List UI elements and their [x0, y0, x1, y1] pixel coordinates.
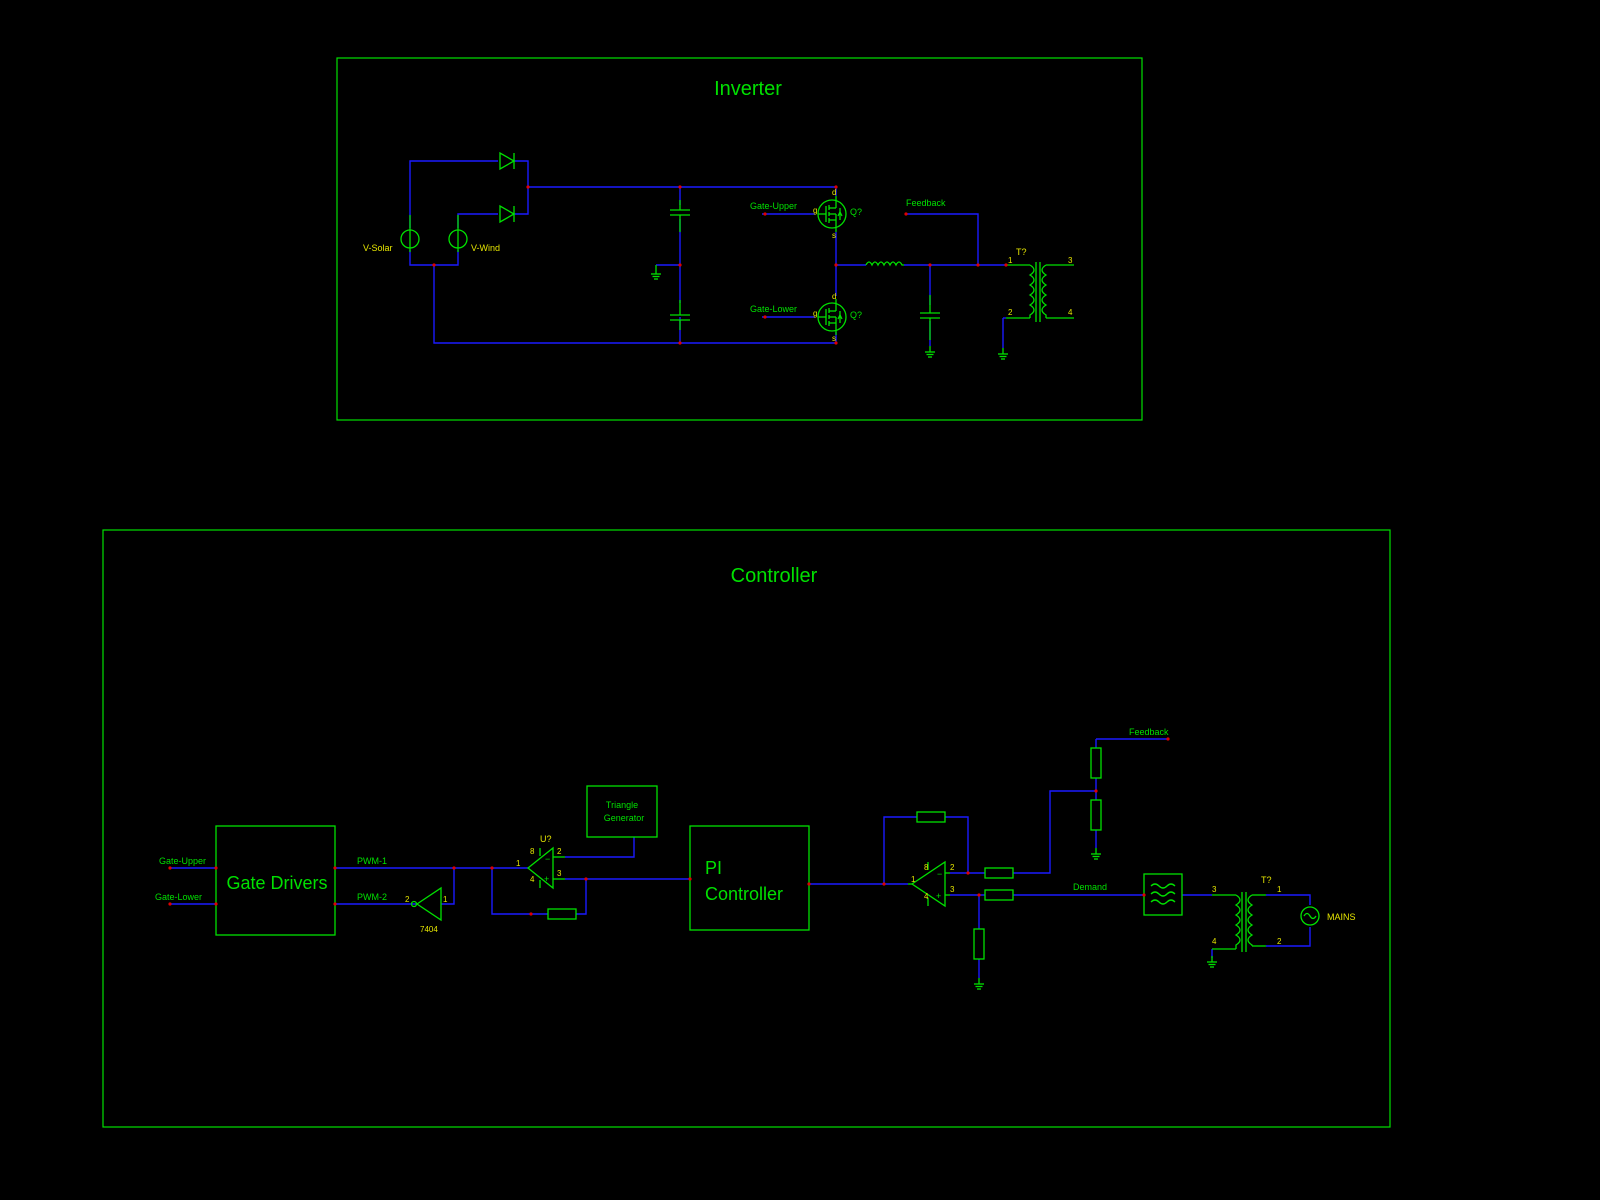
comparator-pin8: 8: [530, 847, 535, 856]
controller-section: Controller: [102, 529, 1391, 1128]
capacitor-output: [920, 295, 940, 340]
not-gate-ref: 7404: [420, 925, 438, 934]
opamp-pin1: 1: [911, 875, 916, 884]
not-gate-pin1: 1: [443, 895, 448, 904]
pi-label-1: PI: [705, 858, 722, 878]
net-gate-upper-inv: Gate-Upper: [750, 201, 797, 211]
source-wind: [448, 215, 468, 252]
ground-transformer-inv: [997, 347, 1009, 360]
ground-opamp: [973, 977, 985, 990]
diode-upper: [499, 151, 516, 171]
controller-frame: [102, 529, 1391, 1128]
mosfet-lower-ref: Q?: [850, 310, 862, 320]
opamp-pin8: 8: [924, 863, 929, 872]
resistor-opamp-fb: [916, 811, 946, 823]
gate-drivers-label: Gate Drivers: [226, 873, 327, 893]
comparator-pin2: 2: [557, 847, 562, 856]
comparator-ref: U?: [540, 834, 552, 844]
inverter-section: Inverter: [336, 57, 1143, 421]
svg-text:−: −: [937, 869, 942, 879]
transformer-ctrl-ref: T?: [1261, 875, 1272, 885]
mosfet-upper-pin-g: g: [813, 206, 817, 215]
source-solar: [400, 215, 420, 252]
capacitor-dc-lower: [670, 300, 690, 330]
triangle-label-2: Generator: [604, 813, 645, 823]
transformer-inv-ref: T?: [1016, 247, 1027, 257]
not-gate-pin2: 2: [405, 895, 410, 904]
net-feedback-inv: Feedback: [906, 198, 946, 208]
transformer-ctrl-pin3: 3: [1212, 885, 1217, 894]
mosfet-lower-pin-g: g: [813, 309, 817, 318]
transformer-inv-pin2: 2: [1008, 308, 1013, 317]
not-gate-7404: [410, 886, 442, 922]
resistor-opamp-in-pos: [984, 889, 1014, 901]
opamp-pin4: 4: [924, 892, 929, 901]
mosfet-upper: [817, 195, 847, 233]
source-wind-label: V-Wind: [471, 243, 500, 253]
comparator-pin4: 4: [530, 875, 535, 884]
svg-text:+: +: [936, 891, 941, 901]
diode-lower: [499, 204, 516, 224]
resistor-divider-top: [1090, 747, 1102, 779]
mosfet-lower-pin-d: d: [832, 292, 836, 301]
capacitor-dc-upper: [670, 200, 690, 232]
svg-text:−: −: [545, 854, 550, 864]
ground-transformer-ctrl: [1206, 955, 1218, 968]
transformer-ctrl-pin1: 1: [1277, 885, 1282, 894]
inverter-wires: [409, 160, 1006, 348]
gate-drivers-block: [215, 825, 336, 936]
controller-junctions: [168, 737, 1170, 916]
comparator-pin3: 3: [557, 869, 562, 878]
filter-block: [1143, 873, 1183, 916]
net-gate-lower-inv: Gate-Lower: [750, 304, 797, 314]
source-solar-label: V-Solar: [363, 243, 393, 253]
transformer-inv-pin4: 4: [1068, 308, 1073, 317]
controller-wires: [170, 738, 1311, 978]
mosfet-lower: [817, 298, 847, 336]
transformer-inverter: [1006, 262, 1074, 322]
comparator-pin1: 1: [516, 859, 521, 868]
transformer-controller: [1212, 892, 1266, 952]
comparator-u: − +: [526, 846, 565, 890]
transformer-inv-pin3: 3: [1068, 256, 1073, 265]
net-pwm1: PWM-1: [357, 856, 387, 866]
resistor-opamp-in-neg: [984, 867, 1014, 879]
resistor-comparator-fb: [547, 908, 577, 920]
transformer-ctrl-pin2: 2: [1277, 937, 1282, 946]
inverter-junctions: [432, 185, 1008, 345]
triangle-generator-block: [586, 785, 658, 838]
mains-label: MAINS: [1327, 912, 1356, 922]
mains-source: [1300, 906, 1320, 926]
inverter-frame: [336, 57, 1143, 421]
ground-output-cap: [924, 345, 936, 358]
pi-controller-block: [689, 825, 810, 931]
ground-dc-mid: [650, 267, 662, 280]
resistor-divider-bottom: [1090, 799, 1102, 831]
transformer-ctrl-pin4: 4: [1212, 937, 1217, 946]
opamp-pin3: 3: [950, 885, 955, 894]
pi-label-2: Controller: [705, 884, 783, 904]
controller-title: Controller: [731, 565, 818, 587]
net-demand: Demand: [1073, 882, 1107, 892]
net-feedback-ctrl: Feedback: [1129, 727, 1169, 737]
net-pwm2: PWM-2: [357, 892, 387, 902]
opamp-pin2: 2: [950, 863, 955, 872]
transformer-inv-pin1: 1: [1008, 256, 1013, 265]
opamp-error: − +: [908, 860, 950, 908]
mosfet-lower-pin-s: s: [832, 334, 836, 343]
mosfet-upper-pin-s: s: [832, 231, 836, 240]
mosfet-upper-pin-d: d: [832, 188, 836, 197]
mosfet-upper-ref: Q?: [850, 207, 862, 217]
net-gate-lower-ctrl: Gate-Lower: [155, 892, 202, 902]
ground-divider: [1090, 847, 1102, 860]
inductor: [865, 261, 904, 267]
resistor-opamp-gnd: [973, 928, 985, 960]
svg-text:+: +: [544, 874, 549, 884]
inverter-title: Inverter: [714, 78, 782, 100]
triangle-label-1: Triangle: [606, 800, 638, 810]
net-gate-upper-ctrl: Gate-Upper: [159, 856, 206, 866]
